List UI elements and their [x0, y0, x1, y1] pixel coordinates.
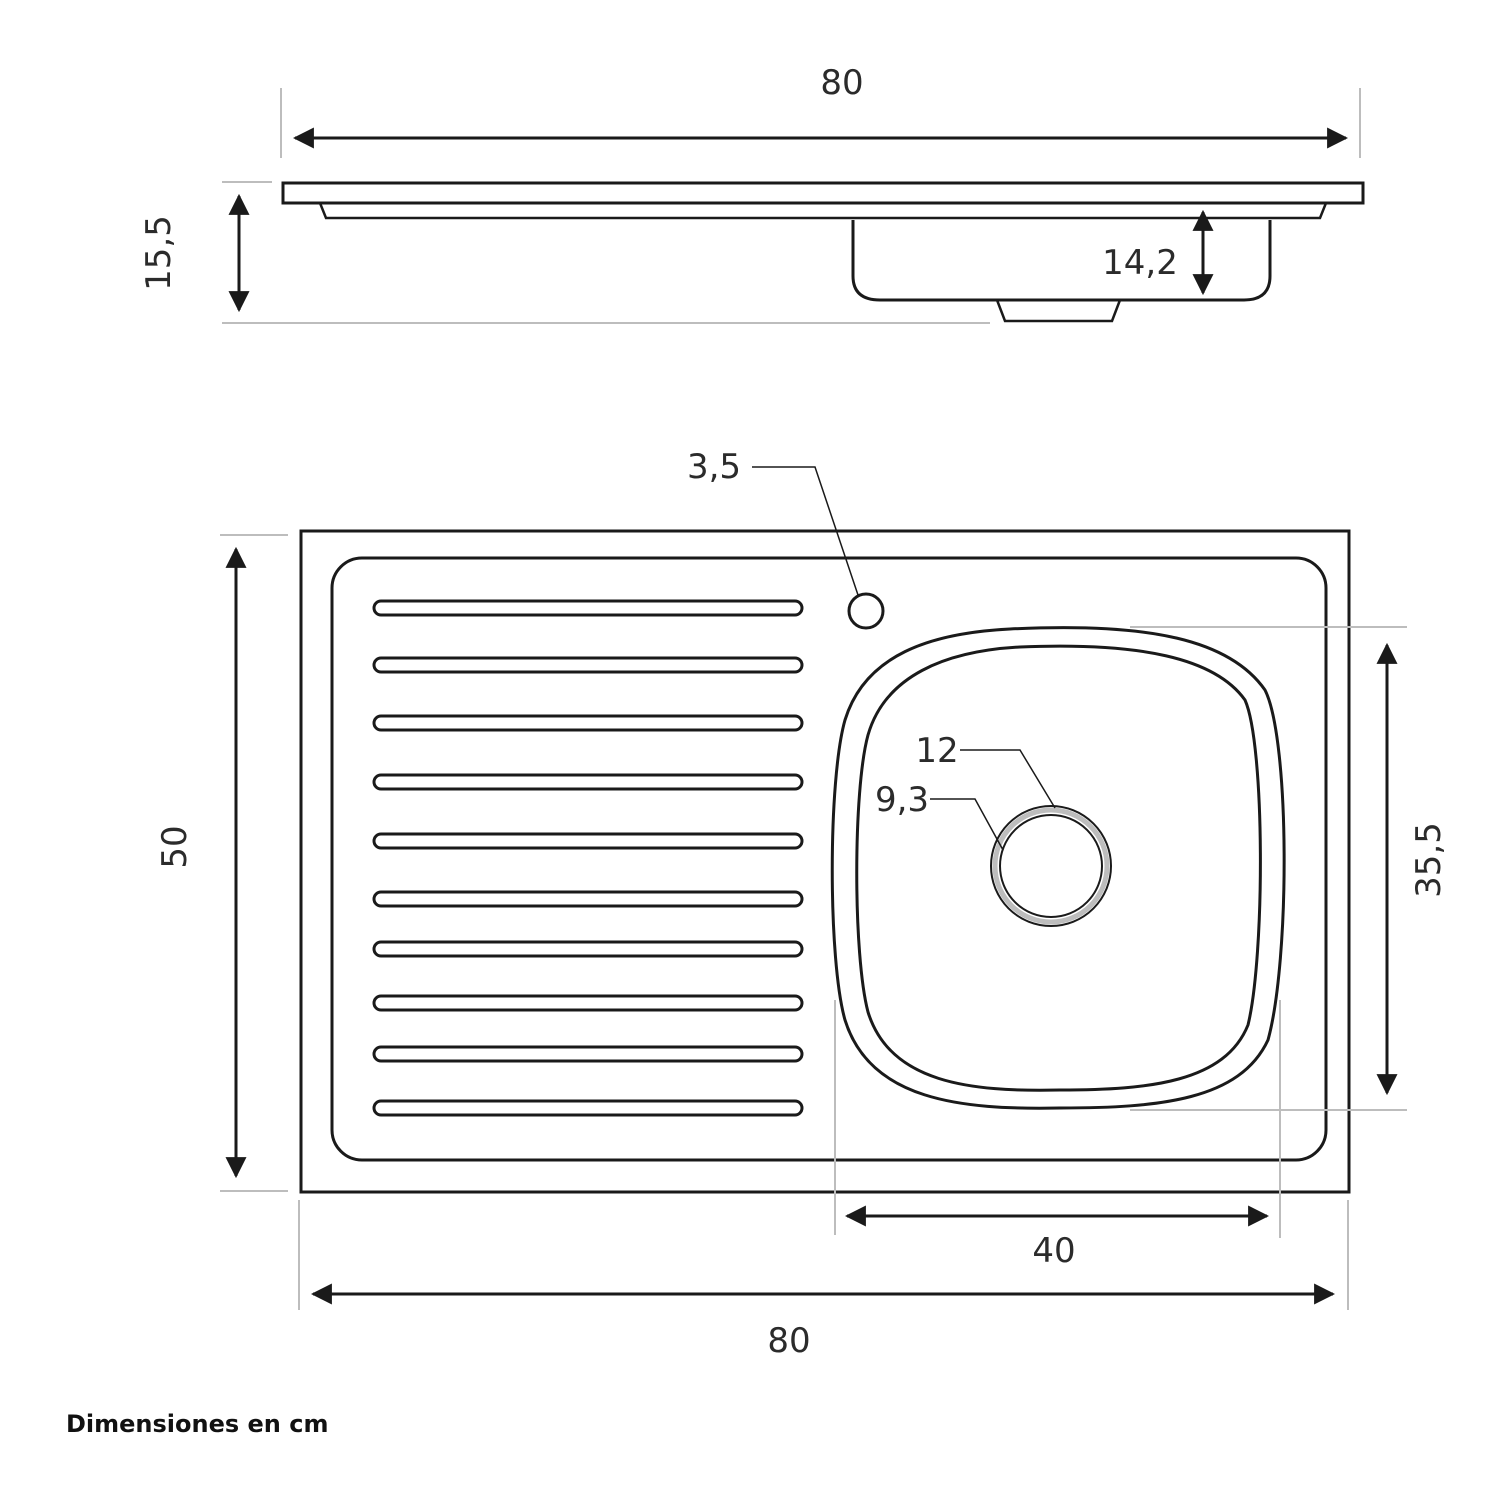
- top-view: 3,5 12 9,3 35,5 40 50 80: [155, 447, 1449, 1361]
- side-height-label: 15,5: [139, 215, 179, 291]
- drainboard-rib: [372, 656, 804, 674]
- side-view: 80 15,5 14,2: [139, 63, 1365, 324]
- drain-ring-band: [992, 807, 1110, 925]
- sink-top-plate: [281, 181, 1365, 205]
- bowl-profile: [851, 220, 1272, 302]
- bowl-inner-rim: [855, 644, 1262, 1092]
- drainboard-rib: [372, 832, 804, 850]
- side-width-label: 80: [820, 63, 863, 103]
- drainboard-rib: [372, 1045, 804, 1063]
- drain-outer-ring: [990, 805, 1112, 927]
- drainboard-rib: [372, 714, 804, 732]
- drainboard-rib: [372, 890, 804, 908]
- sink-inner-outline: [330, 556, 1328, 1162]
- drainboard-rib: [372, 773, 804, 791]
- units-note: Dimensiones en cm: [66, 1410, 329, 1438]
- bowl-width-label: 40: [1032, 1231, 1075, 1271]
- tap-hole-leader: [752, 466, 859, 596]
- drain-outlet: [995, 299, 1122, 323]
- sink-underside: [318, 202, 1328, 220]
- tap-hole-label: 3,5: [687, 447, 741, 487]
- tap-hole: [847, 592, 885, 630]
- drain-inner-label: 9,3: [875, 780, 929, 820]
- drainboard-rib: [372, 940, 804, 958]
- drainboard-ribs: [372, 599, 804, 1117]
- drainboard-rib: [372, 599, 804, 617]
- width-label: 80: [767, 1321, 810, 1361]
- drain-inner-leader: [930, 798, 1004, 851]
- drain-outer-label: 12: [915, 731, 958, 771]
- drain-outer-leader: [960, 749, 1056, 809]
- bowl-height-label: 35,5: [1409, 822, 1449, 898]
- depth-label: 50: [155, 825, 195, 868]
- bowl-depth-label: 14,2: [1102, 243, 1178, 283]
- drainboard-rib: [372, 994, 804, 1012]
- drainboard-rib: [372, 1099, 804, 1117]
- sink-outline: [299, 529, 1351, 1194]
- drain-inner-ring: [999, 814, 1103, 918]
- bowl-outer-rim: [830, 626, 1286, 1110]
